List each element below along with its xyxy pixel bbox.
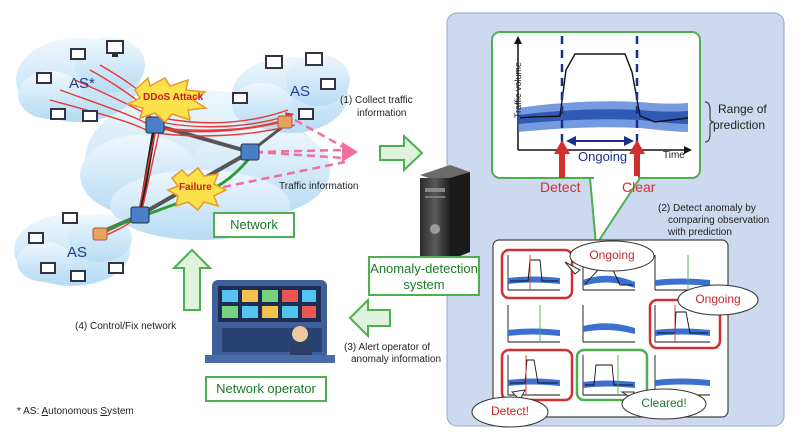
prediction-graph	[514, 36, 715, 154]
step3-line1: (3) Alert operator of	[344, 342, 431, 353]
step4-label: (4) Control/Fix network	[75, 321, 177, 332]
graph-detect: Detect	[540, 179, 581, 195]
ddos-burst-icon	[125, 76, 209, 124]
step3-line2: anomaly information	[351, 354, 442, 365]
bubble-detect: Detect!	[490, 404, 529, 418]
system-line2: system	[403, 277, 445, 292]
graph-ylabel: Traffic volume	[513, 61, 523, 119]
graph-clear: Clear	[622, 179, 656, 195]
mini-graphs	[507, 255, 710, 396]
highlight-detect	[500, 348, 574, 402]
as-label-bottom-left: AS	[67, 244, 88, 261]
operator-console-image	[205, 280, 335, 363]
step2-line1: (2) Detect anomaly by	[658, 203, 756, 214]
traffic-info-label: Traffic information	[279, 181, 359, 192]
router-icon	[92, 115, 293, 241]
step2-line2: comparing observation	[668, 215, 770, 226]
network-label: Network	[213, 212, 295, 238]
anomaly-detection-system-label: Anomaly-detection system	[368, 256, 480, 296]
step1-line1: (1) Collect traffic	[340, 95, 413, 106]
bubble-cleared: Cleared!	[641, 396, 687, 410]
bubble-ongoing-a: Ongoing	[589, 248, 635, 262]
graph-ongoing: Ongoing	[578, 149, 628, 164]
network-operator-label: Network operator	[205, 376, 327, 402]
footnote-prefix: * AS:	[17, 406, 42, 417]
as-label-top-right: AS	[290, 83, 311, 100]
step2-line3: with prediction	[668, 227, 732, 238]
footnote-end: ystem	[107, 406, 134, 417]
bubble-shapes	[471, 240, 759, 428]
system-line1: Anomaly-detection	[370, 261, 478, 276]
as-label-top-left: AS*	[69, 75, 95, 92]
observed-traffic-line	[519, 53, 689, 123]
arrow-collect	[379, 133, 424, 173]
red-arrow-detect	[554, 140, 570, 178]
arrow-control	[171, 248, 213, 311]
range-line2: prediction	[713, 118, 766, 132]
red-arrow-clear	[629, 140, 645, 178]
failure-label: Failure	[179, 182, 212, 193]
arrow-alert	[348, 297, 391, 339]
footnote-s: S	[100, 406, 108, 417]
step1-line2: information	[357, 108, 407, 119]
footnote-mid: utonomous	[48, 406, 101, 417]
as-cloud-top-right	[232, 54, 350, 133]
graph-xlabel: Time	[663, 150, 685, 161]
highlight-ongoing-a	[500, 248, 574, 300]
server-icon	[420, 165, 470, 260]
as-cloud-top-left	[16, 37, 145, 122]
range-line1: Range of	[718, 102, 767, 116]
traffic-info-arrowhead	[342, 142, 358, 162]
ddos-label: DDoS Attack	[143, 92, 204, 103]
footnote-a: A	[41, 406, 49, 417]
highlight-cleared	[575, 348, 649, 402]
pc-icon	[28, 40, 336, 282]
bubble-ongoing-b: Ongoing	[695, 292, 741, 306]
failure-burst-icon	[166, 166, 228, 212]
footnote: * AS: Autonomous System	[17, 406, 134, 418]
